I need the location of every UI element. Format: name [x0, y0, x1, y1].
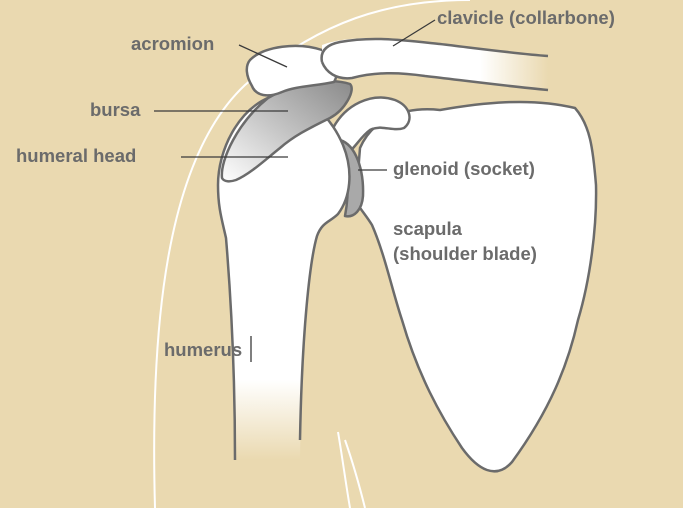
label-scapula-line1: scapula — [393, 216, 537, 241]
label-bursa: bursa — [90, 99, 140, 121]
label-clavicle: clavicle (collarbone) — [437, 7, 615, 29]
label-acromion: acromion — [131, 33, 214, 55]
clavicle-bone — [322, 38, 548, 90]
label-glenoid: glenoid (socket) — [393, 158, 535, 180]
label-scapula: scapula (shoulder blade) — [393, 216, 537, 266]
chest-outline — [338, 432, 350, 508]
label-scapula-line2: (shoulder blade) — [393, 241, 537, 266]
label-humerus: humerus — [164, 339, 242, 361]
label-humeral-head: humeral head — [16, 145, 136, 167]
